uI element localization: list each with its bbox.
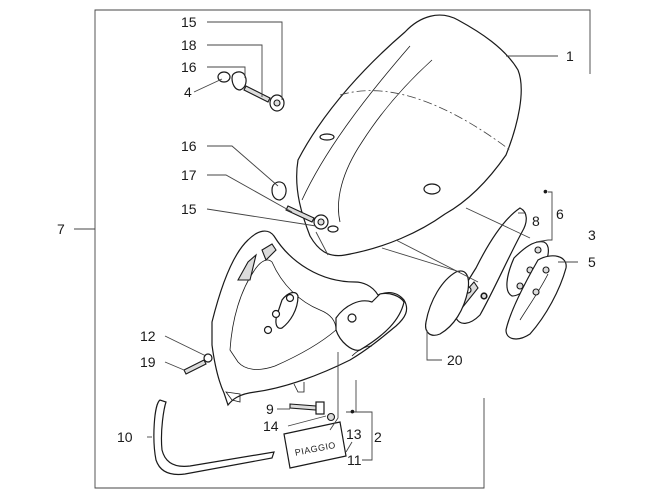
callout-1: 1 [566, 48, 574, 64]
callout-17: 17 [181, 167, 197, 183]
callout-16-lower: 16 [181, 138, 197, 154]
lower-fasteners [183, 353, 336, 422]
callout-9: 9 [266, 401, 274, 417]
callout-2: 2 [374, 429, 382, 445]
callout-13: 13 [346, 426, 362, 442]
callout-18: 18 [181, 37, 197, 53]
kit-marker-group-6: • [543, 183, 548, 199]
mirror-mount-parts [425, 207, 567, 340]
callout-7: 7 [57, 221, 65, 237]
callout-10: 10 [117, 429, 133, 445]
callout-4: 4 [184, 84, 192, 100]
callout-19: 19 [140, 354, 156, 370]
callout-3: 3 [588, 227, 596, 243]
callout-6: 6 [556, 206, 564, 222]
trim-strip [153, 399, 275, 476]
diagram-frame [94, 9, 591, 489]
callout-11: 11 [347, 452, 362, 468]
lower-mounting-hardware [271, 181, 329, 230]
front-fairing [211, 230, 408, 407]
piaggio-emblem: PIAGGIO [283, 421, 347, 469]
callout-15-lower: 15 [181, 201, 197, 217]
callout-8: 8 [532, 213, 540, 229]
callout-16-upper: 16 [181, 59, 197, 75]
kit-marker-group-2: • [350, 403, 355, 419]
callout-12: 12 [140, 328, 156, 344]
callout-20: 20 [447, 352, 463, 368]
callout-15-upper: 15 [181, 14, 197, 30]
callout-5: 5 [588, 254, 596, 270]
callout-14: 14 [263, 418, 279, 434]
upper-mounting-hardware [217, 71, 285, 112]
windscreen [296, 14, 522, 257]
